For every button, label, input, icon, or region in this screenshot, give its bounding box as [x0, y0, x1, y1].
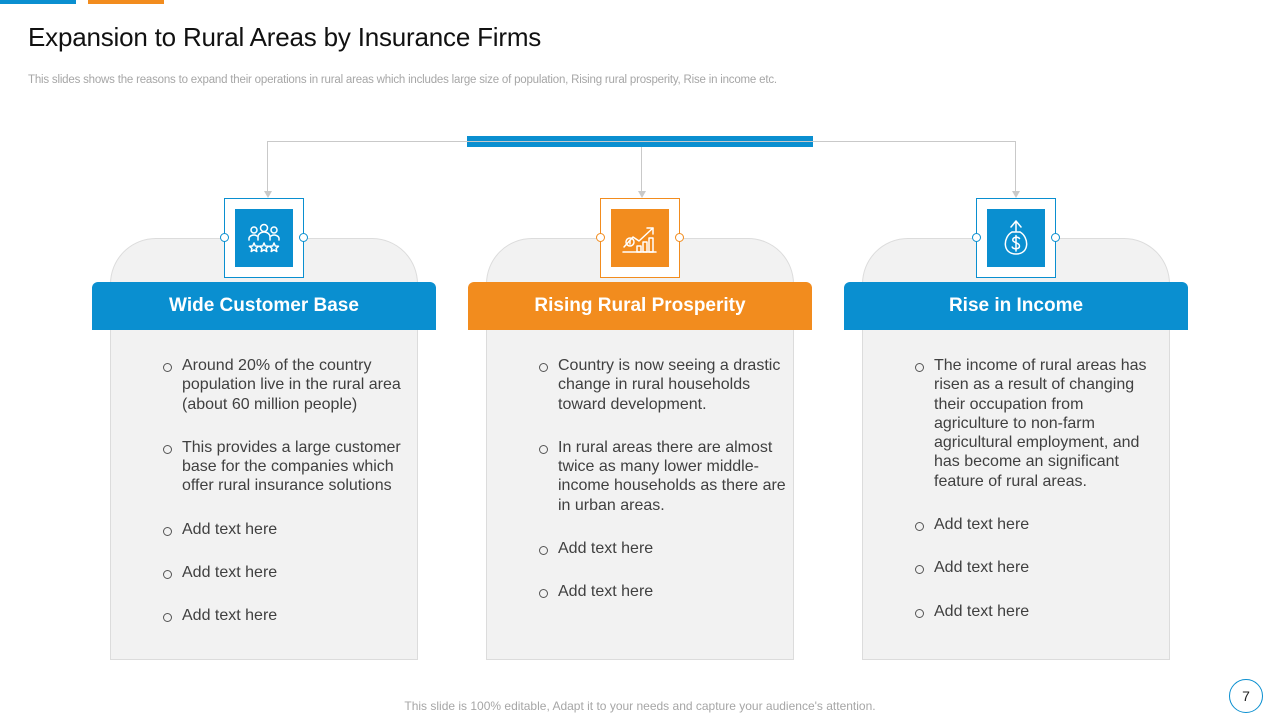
- connector-dot-left: [220, 233, 229, 242]
- connector-dot-left: [972, 233, 981, 242]
- connector-dot-right: [1051, 233, 1060, 242]
- list-item: Add text here: [914, 558, 1162, 577]
- icon-frame-rural-prosperity: [596, 198, 684, 278]
- connector-dot-right: [299, 233, 308, 242]
- bullet-list-customer-base: Around 20% of the country population liv…: [162, 356, 410, 650]
- list-item: The income of rural areas has risen as a…: [914, 356, 1162, 491]
- bullet-list-rural-prosperity: Country is now seeing a drastic change i…: [538, 356, 786, 626]
- list-item: Add text here: [162, 563, 410, 582]
- bullet-list-income: The income of rural areas has risen as a…: [914, 356, 1162, 645]
- list-item: This provides a large customer base for …: [162, 438, 410, 496]
- icon-frame-income: [972, 198, 1060, 278]
- list-item: Add text here: [162, 606, 410, 625]
- slide-subtitle: This slides shows the reasons to expand …: [28, 74, 777, 86]
- connector-dot-right: [675, 233, 684, 242]
- connector-dot-left: [596, 233, 605, 242]
- slide-title: Expansion to Rural Areas by Insurance Fi…: [28, 22, 542, 52]
- card-header-income: Rise in Income: [844, 282, 1188, 330]
- accent-bar-blue: [0, 0, 76, 4]
- list-item: Around 20% of the country population liv…: [162, 356, 410, 414]
- list-item: Add text here: [162, 520, 410, 539]
- arrow-left: [263, 191, 272, 198]
- list-item: In rural areas there are almost twice as…: [538, 438, 786, 515]
- growth-chart-icon: [611, 209, 669, 267]
- footer-note: This slide is 100% editable, Adapt it to…: [404, 699, 876, 713]
- customer-group-icon: [235, 209, 293, 267]
- connector-left: [267, 141, 268, 192]
- icon-frame-customer-base: [220, 198, 308, 278]
- list-item: Add text here: [914, 515, 1162, 534]
- card-header-rural-prosperity: Rising Rural Prosperity: [468, 282, 812, 330]
- page-number: 7: [1229, 679, 1263, 713]
- list-item: Country is now seeing a drastic change i…: [538, 356, 786, 414]
- arrow-right: [1011, 191, 1020, 198]
- money-bag-icon: [987, 209, 1045, 267]
- connector-center: [641, 147, 642, 192]
- card-header-customer-base: Wide Customer Base: [92, 282, 436, 330]
- list-item: Add text here: [538, 539, 786, 558]
- accent-bar-orange: [88, 0, 164, 4]
- connector-right: [1015, 141, 1016, 192]
- list-item: Add text here: [914, 602, 1162, 621]
- list-item: Add text here: [538, 582, 786, 601]
- connector-horizontal: [267, 141, 1015, 142]
- arrow-center: [637, 191, 646, 198]
